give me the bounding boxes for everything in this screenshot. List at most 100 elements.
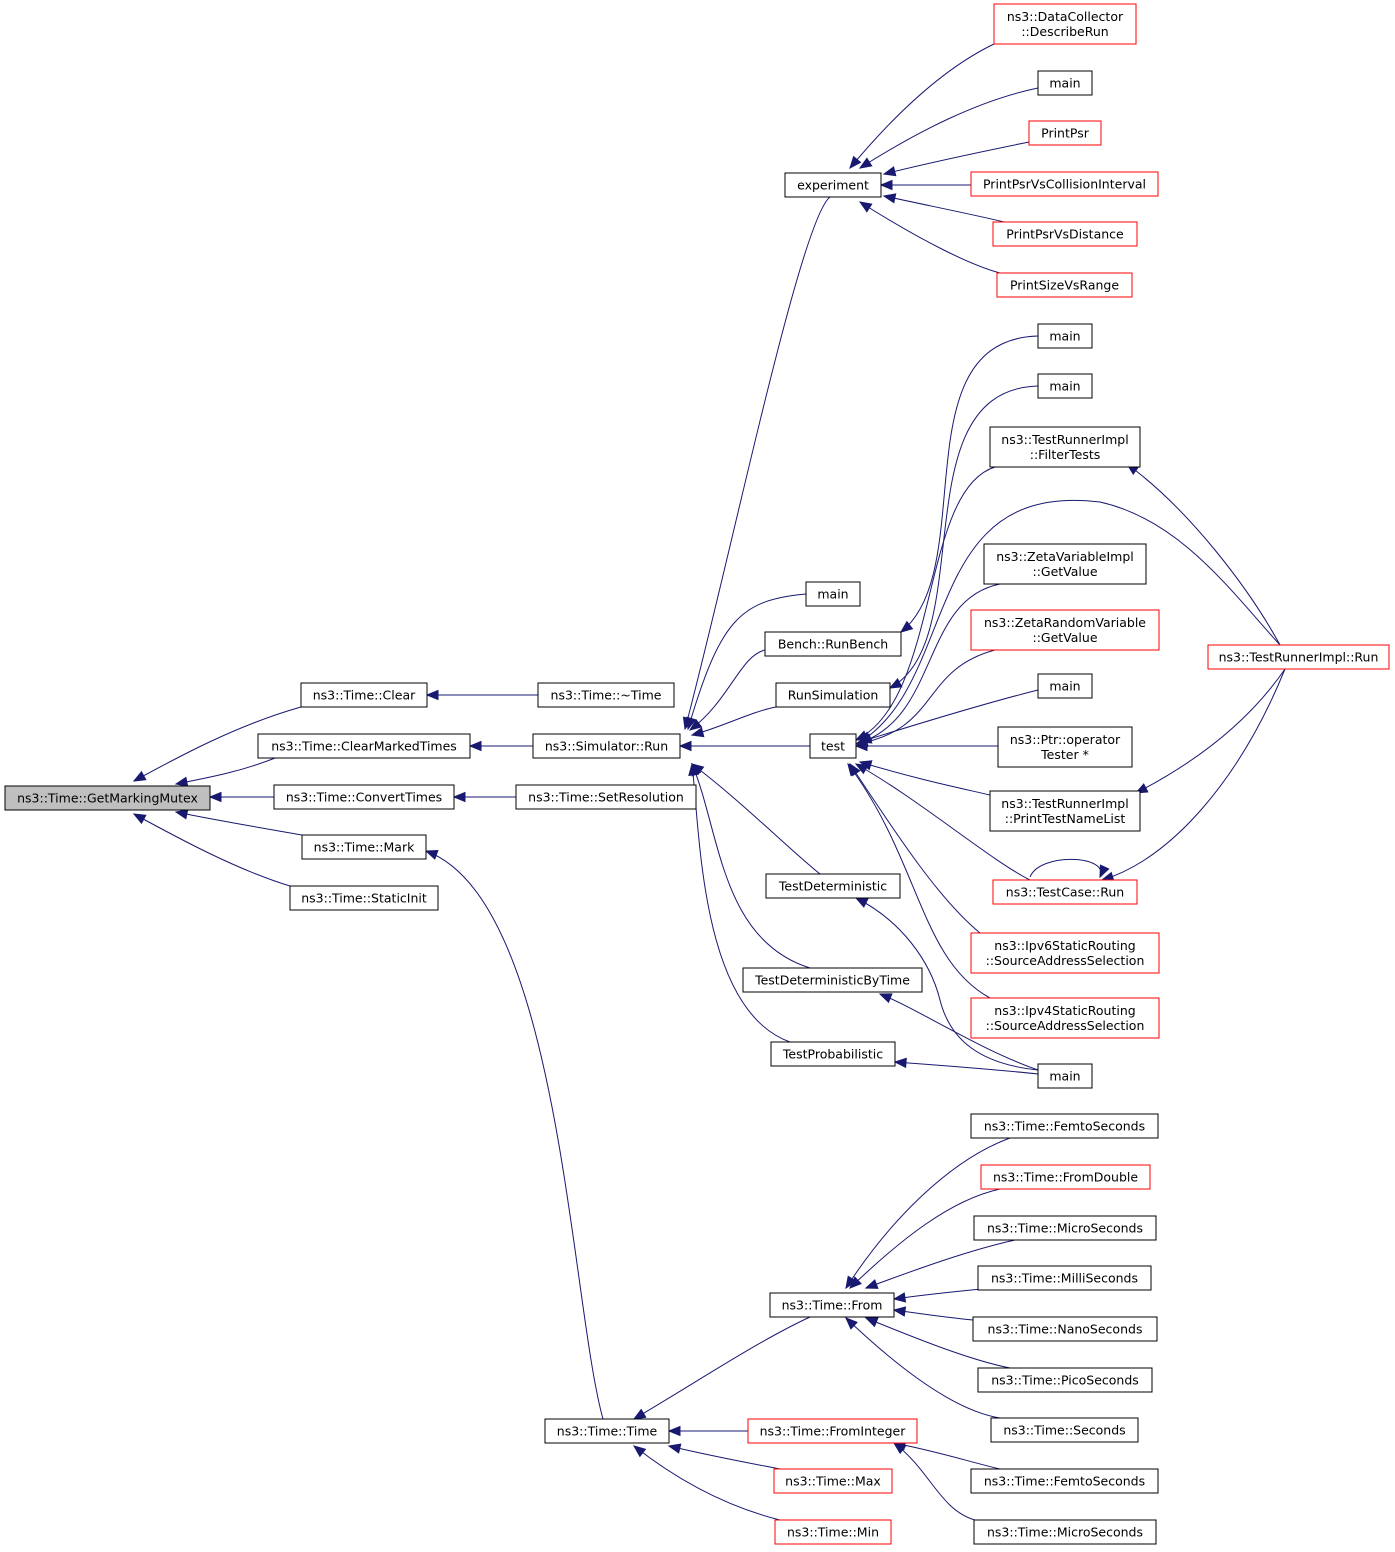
node-pico[interactable]: ns3::Time::PicoSeconds bbox=[977, 1367, 1153, 1393]
node-box[interactable] bbox=[300, 682, 428, 708]
node-box[interactable] bbox=[996, 272, 1133, 298]
node-box[interactable] bbox=[993, 3, 1137, 45]
node-printpsr[interactable]: PrintPsr bbox=[1028, 120, 1102, 146]
node-box[interactable] bbox=[257, 733, 471, 759]
node-seconds[interactable]: ns3::Time::Seconds bbox=[990, 1417, 1139, 1443]
node-box[interactable] bbox=[1037, 323, 1093, 349]
node-box[interactable] bbox=[977, 1265, 1152, 1291]
node-main_c[interactable]: main bbox=[1037, 323, 1093, 349]
node-max[interactable]: ns3::Time::Max bbox=[773, 1468, 893, 1494]
node-box[interactable] bbox=[784, 172, 882, 198]
node-box[interactable] bbox=[973, 1519, 1157, 1545]
node-runsimulation[interactable]: RunSimulation bbox=[775, 682, 891, 708]
node-box[interactable] bbox=[765, 873, 901, 899]
node-femto_b[interactable]: ns3::Time::FemtoSeconds bbox=[970, 1468, 1159, 1494]
node-test[interactable]: test bbox=[809, 733, 857, 759]
node-runbench[interactable]: Bench::RunBench bbox=[764, 631, 902, 657]
node-box[interactable] bbox=[970, 1113, 1159, 1139]
node-testcaserun[interactable]: ns3::TestCase::Run bbox=[992, 879, 1138, 905]
node-box[interactable] bbox=[515, 784, 697, 810]
node-box[interactable] bbox=[747, 1418, 918, 1444]
node-testdet[interactable]: TestDeterministic bbox=[765, 873, 901, 899]
node-box[interactable] bbox=[970, 1468, 1159, 1494]
node-experiment[interactable]: experiment bbox=[784, 172, 882, 198]
node-filtertests[interactable]: ns3::TestRunnerImpl::FilterTests bbox=[989, 426, 1141, 468]
node-converttimes[interactable]: ns3::Time::ConvertTimes bbox=[273, 784, 455, 810]
node-box[interactable] bbox=[770, 1041, 896, 1067]
node-dtor[interactable]: ns3::Time::~Time bbox=[537, 682, 675, 708]
node-box[interactable] bbox=[1037, 373, 1093, 399]
node-box[interactable] bbox=[537, 682, 675, 708]
node-box[interactable] bbox=[742, 967, 923, 993]
node-box[interactable] bbox=[997, 726, 1133, 768]
node-from[interactable]: ns3::Time::From bbox=[769, 1292, 895, 1318]
node-box[interactable] bbox=[1207, 644, 1390, 670]
node-ipv4sas[interactable]: ns3::Ipv4StaticRouting::SourceAddressSel… bbox=[970, 997, 1160, 1039]
node-box[interactable] bbox=[992, 879, 1138, 905]
node-box[interactable] bbox=[774, 1519, 892, 1545]
node-box[interactable] bbox=[972, 1316, 1158, 1342]
node-testrunnerrun[interactable]: ns3::TestRunnerImpl::Run bbox=[1207, 644, 1390, 670]
node-box[interactable] bbox=[970, 997, 1160, 1039]
node-femto_a[interactable]: ns3::Time::FemtoSeconds bbox=[970, 1113, 1159, 1139]
node-box[interactable] bbox=[989, 426, 1141, 468]
node-main_d[interactable]: main bbox=[1037, 373, 1093, 399]
node-setresolution[interactable]: ns3::Time::SetResolution bbox=[515, 784, 697, 810]
node-fromdouble[interactable]: ns3::Time::FromDouble bbox=[980, 1164, 1151, 1190]
node-box[interactable] bbox=[1037, 673, 1093, 699]
node-box[interactable] bbox=[989, 790, 1141, 832]
node-printsizevsrange[interactable]: PrintSizeVsRange bbox=[996, 272, 1133, 298]
node-clear[interactable]: ns3::Time::Clear bbox=[300, 682, 428, 708]
node-testprob[interactable]: TestProbabilistic bbox=[770, 1041, 896, 1067]
node-box[interactable] bbox=[289, 885, 439, 911]
node-mark[interactable]: ns3::Time::Mark bbox=[301, 834, 427, 860]
node-ipv6sas[interactable]: ns3::Ipv6StaticRouting::SourceAddressSel… bbox=[970, 932, 1160, 974]
node-zetavar[interactable]: ns3::ZetaVariableImpl::GetValue bbox=[983, 543, 1147, 585]
node-printtestnamelist[interactable]: ns3::TestRunnerImpl::PrintTestNameList bbox=[989, 790, 1141, 832]
node-box[interactable] bbox=[769, 1292, 895, 1318]
node-milli[interactable]: ns3::Time::MilliSeconds bbox=[977, 1265, 1152, 1291]
node-frominteger[interactable]: ns3::Time::FromInteger bbox=[747, 1418, 918, 1444]
node-box[interactable] bbox=[970, 932, 1160, 974]
node-box[interactable] bbox=[980, 1164, 1151, 1190]
node-main_b[interactable]: main bbox=[1037, 70, 1093, 96]
node-box[interactable] bbox=[1028, 120, 1102, 146]
node-box[interactable] bbox=[970, 171, 1159, 197]
node-nano[interactable]: ns3::Time::NanoSeconds bbox=[972, 1316, 1158, 1342]
node-box[interactable] bbox=[1037, 1063, 1093, 1089]
node-box[interactable] bbox=[764, 631, 902, 657]
node-micro_b[interactable]: ns3::Time::MicroSeconds bbox=[973, 1519, 1157, 1545]
node-printpsrvscol[interactable]: PrintPsrVsCollisionInterval bbox=[970, 171, 1159, 197]
node-main_a[interactable]: main bbox=[805, 581, 861, 607]
node-box[interactable] bbox=[544, 1418, 670, 1444]
node-box[interactable] bbox=[775, 682, 891, 708]
node-box[interactable] bbox=[805, 581, 861, 607]
node-zetarand[interactable]: ns3::ZetaRandomVariable::GetValue bbox=[970, 609, 1160, 651]
node-box[interactable] bbox=[773, 1468, 893, 1494]
node-clearmarkedtimes[interactable]: ns3::Time::ClearMarkedTimes bbox=[257, 733, 471, 759]
node-box[interactable] bbox=[990, 1417, 1139, 1443]
node-testdetbytime[interactable]: TestDeterministicByTime bbox=[742, 967, 923, 993]
node-describerun[interactable]: ns3::DataCollector::DescribeRun bbox=[993, 3, 1137, 45]
node-box[interactable] bbox=[970, 609, 1160, 651]
node-box[interactable] bbox=[301, 834, 427, 860]
node-box[interactable] bbox=[4, 785, 211, 811]
node-box[interactable] bbox=[983, 543, 1147, 585]
node-printpsrvsdist[interactable]: PrintPsrVsDistance bbox=[992, 221, 1138, 247]
node-main_e[interactable]: main bbox=[1037, 673, 1093, 699]
node-main_f[interactable]: main bbox=[1037, 1063, 1093, 1089]
node-getmarkingmutex[interactable]: ns3::Time::GetMarkingMutex bbox=[4, 785, 211, 811]
node-box[interactable] bbox=[992, 221, 1138, 247]
node-simrun[interactable]: ns3::Simulator::Run bbox=[532, 733, 681, 759]
node-box[interactable] bbox=[973, 1215, 1157, 1241]
node-box[interactable] bbox=[809, 733, 857, 759]
node-staticinit[interactable]: ns3::Time::StaticInit bbox=[289, 885, 439, 911]
node-timetime[interactable]: ns3::Time::Time bbox=[544, 1418, 670, 1444]
node-micro_a[interactable]: ns3::Time::MicroSeconds bbox=[973, 1215, 1157, 1241]
node-box[interactable] bbox=[532, 733, 681, 759]
node-box[interactable] bbox=[273, 784, 455, 810]
node-box[interactable] bbox=[1037, 70, 1093, 96]
node-box[interactable] bbox=[977, 1367, 1153, 1393]
node-min[interactable]: ns3::Time::Min bbox=[774, 1519, 892, 1545]
